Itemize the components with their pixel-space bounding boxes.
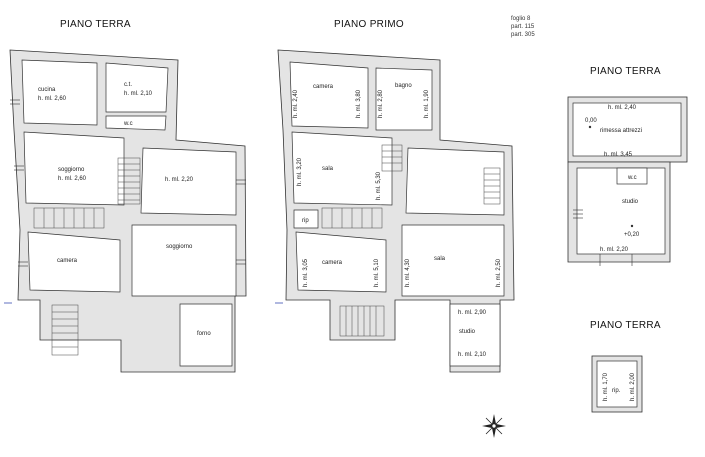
window-marks-ground [10,99,246,267]
title-piano-terra-annex: PIANO TERRA [590,66,661,77]
compass-rose-icon [482,414,506,438]
label-cucina-height: h. ml. 2,60 [38,96,67,102]
label-annex-level-000: 0,00 [585,118,597,124]
label-camera-1-h240: h. ml. 2,40 [293,89,299,118]
stairs-first-hall [321,207,383,229]
label-sala-1: sala [322,166,334,172]
title-piano-primo: PIANO PRIMO [334,19,404,30]
stairs-ground-hall [33,207,105,229]
label-sala-2-h250: h. ml. 2,50 [496,258,502,287]
label-rip-small: rip. [612,388,621,394]
label-small-h170: h. ml. 1,70 [603,372,609,401]
label-camera-1: camera [313,84,334,90]
label-camera-1-h380: h. ml. 3,80 [356,89,362,118]
room-studio-first [449,303,501,367]
label-rip-first: rip [302,218,309,224]
title-piano-terra-small: PIANO TERRA [590,320,661,331]
label-annex-h345: h. ml. 3,45 [604,152,633,158]
label-studio-annex: studio [622,199,639,205]
room-soggiorno-1 [23,131,125,206]
label-bagno-h280: h. ml. 2,80 [378,89,384,118]
room-rimessa-attrezzi [572,102,682,157]
label-soggiorno-1: soggiorno [58,167,85,173]
label-forno: forno [197,331,211,337]
stairs-first-right [483,167,501,205]
cadastral-part-305: part. 305 [511,32,535,38]
room-forno [179,303,233,367]
room-wc [105,115,167,131]
room-upper-right [405,147,505,216]
room-sala-1 [291,131,393,206]
label-camera-2: camera [322,260,343,266]
annex-plan: h. ml. 2,40 0,00 rimessa attrezzi h. ml.… [567,96,688,266]
label-bagno-h190: h. ml. 1,90 [424,89,430,118]
level-marker-icon-2 [630,224,634,228]
label-wc-annex: w.c [627,175,637,181]
label-sala-2: sala [434,256,446,262]
label-ct: c.t. [124,82,132,88]
label-rimessa-attrezzi: rimessa attrezzi [600,128,642,134]
label-room-h220: h. ml. 2,20 [165,177,194,183]
stairs-first-mid [381,144,403,172]
label-ct-height: h. ml. 2,10 [124,91,153,97]
label-studio-h290: h. ml. 2,90 [458,310,487,316]
room-camera-ground [27,231,121,293]
label-wc-ground: w.c [123,121,133,127]
label-annex-h220: h. ml. 2,20 [600,247,629,253]
label-soggiorno-1-height: h. ml. 2,60 [58,176,87,182]
label-sala-1-h530: h. ml. 5,30 [376,171,382,200]
label-camera-2-h305: h. ml. 3,05 [303,258,309,287]
room-rip [293,209,319,229]
small-unit-plan: h. ml. 1,70 rip. h. ml. 2,00 [591,355,643,413]
level-marker-icon [588,125,592,129]
label-camera-2-h510: h. ml. 5,10 [374,258,380,287]
title-piano-terra-main: PIANO TERRA [60,19,131,30]
stairs-ground-mid [117,157,141,205]
label-small-h200: h. ml. 2,00 [630,372,636,401]
label-sala-1-h320: h. ml. 3,20 [297,157,303,186]
label-studio-h210: h. ml. 2,10 [458,352,487,358]
room-cucina [21,59,98,126]
label-bagno: bagno [395,83,412,89]
room-h220 [140,147,237,216]
room-camera-1 [289,61,369,129]
room-wc-annex [616,167,648,185]
label-annex-level-020: +0,20 [624,232,640,238]
label-annex-h240: h. ml. 2,40 [608,105,637,111]
first-floor-plan: camera h. ml. 2,40 h. ml. 3,80 h. ml. 2,… [277,49,515,373]
label-sala-2-h430: h. ml. 4,30 [405,258,411,287]
room-ct [105,62,169,113]
room-camera-2 [295,231,387,293]
room-soggiorno-2 [131,224,237,297]
stairs-first-external [339,305,385,337]
room-rip-small [596,360,638,408]
label-studio-first: studio [459,329,476,335]
room-bagno [375,67,433,131]
label-camera-ground: camera [57,258,78,264]
room-sala-2 [401,224,505,297]
cadastral-part-115: part. 115 [511,24,535,30]
cadastral-foglio: foglio 8 [511,16,531,22]
stairs-ground-external [51,304,79,356]
annex-steps [573,209,633,266]
label-cucina: cucina [38,87,56,93]
ground-floor-plan: cucina h. ml. 2,60 c.t. h. ml. 2,10 w.c … [9,49,247,373]
label-soggiorno-2: soggiorno [166,244,193,250]
